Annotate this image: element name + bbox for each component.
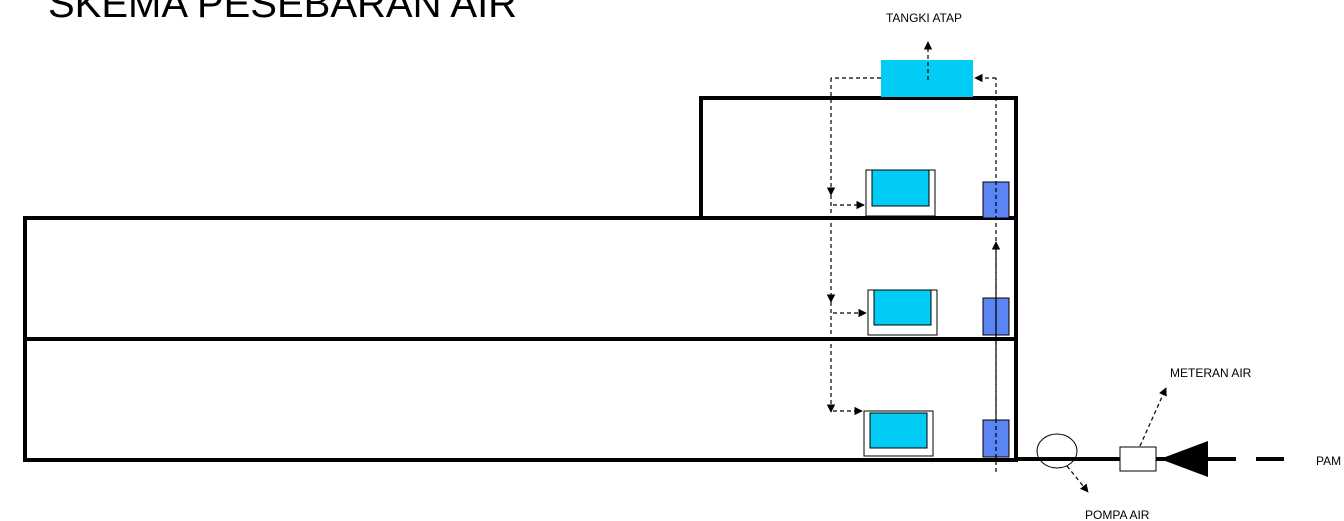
water-meter-pointer [1139, 387, 1167, 447]
riser-box-floor-1 [982, 419, 1010, 458]
water-meter-icon [1119, 446, 1157, 472]
water-meter-label: METERAN AIR [1170, 366, 1252, 380]
pump-label: POMPA AIR [1085, 508, 1150, 521]
upper-floor-block [699, 96, 1018, 220]
pump-icon [1036, 433, 1078, 469]
inflow-arrow-icon [1160, 441, 1208, 477]
roof-tank-label: TANGKI ATAP [886, 11, 962, 25]
building-outline [23, 96, 1018, 462]
pam-label: PAM [1316, 454, 1341, 468]
roof-tank-icon [881, 60, 973, 97]
supply-riser-pipe [974, 73, 1001, 472]
pump-pointer [1066, 465, 1089, 493]
downfeed-pipe [826, 77, 881, 416]
diagram-title: SKEMA PESEBARAN AIR [48, 0, 518, 26]
sink-floor-3 [865, 169, 936, 217]
sink-floor-1 [863, 410, 934, 457]
sink-floor-2 [867, 289, 938, 336]
